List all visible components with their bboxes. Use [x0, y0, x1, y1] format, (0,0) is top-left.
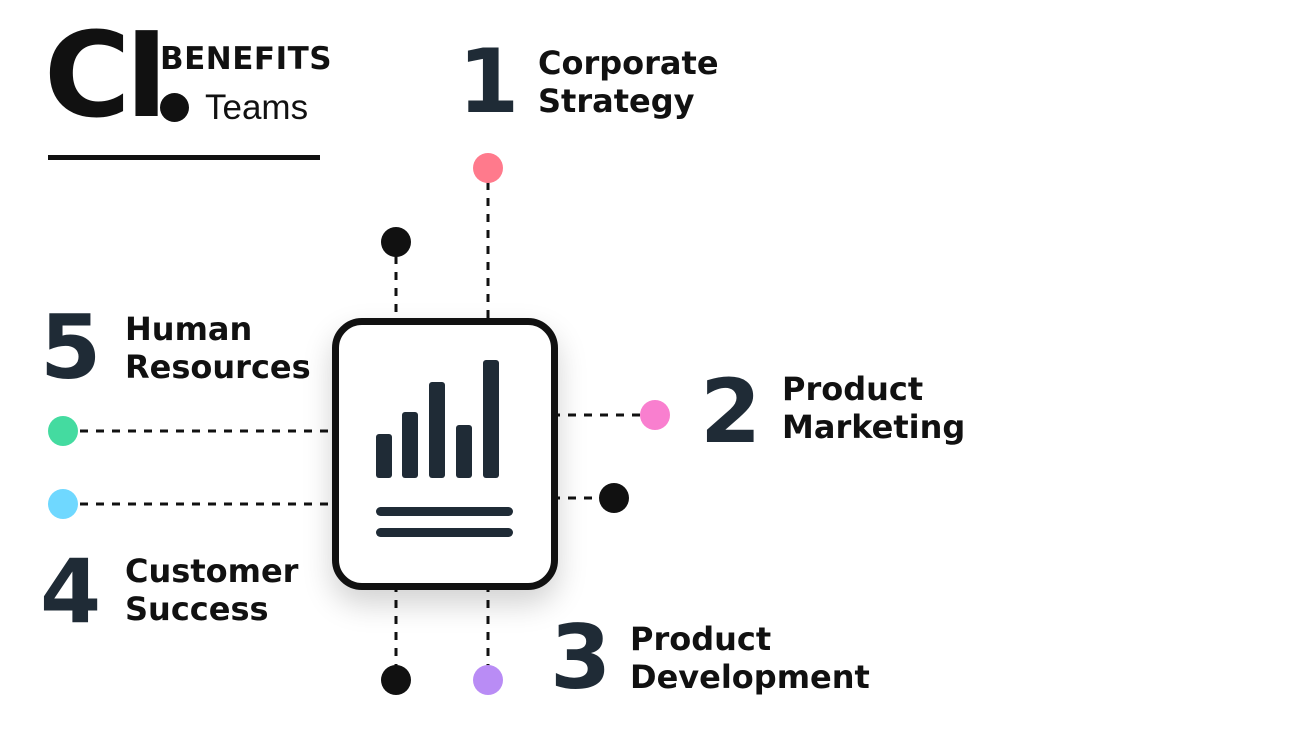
team-2-label-line2: Marketing	[782, 408, 966, 446]
team-5-label: Human Resources	[125, 310, 311, 386]
team-3-dot	[473, 665, 503, 695]
team-5-dot	[48, 416, 78, 446]
team-4-label-line2: Success	[125, 590, 269, 628]
team-5-number: 5	[40, 296, 102, 399]
chart-document-icon	[376, 360, 513, 537]
team-5-label-line2: Resources	[125, 348, 311, 386]
logo-subtitle: Teams	[205, 88, 309, 127]
team-4-number: 4	[40, 540, 102, 643]
black-dot-right	[599, 483, 629, 513]
center-card	[332, 318, 558, 590]
team-1-dot	[473, 153, 503, 183]
logo-title: BENEFITS	[160, 41, 333, 77]
team-2-label-line1: Product	[782, 370, 924, 408]
team-2-label: Product Marketing	[782, 370, 965, 446]
team-2-number: 2	[700, 360, 762, 463]
team-2-dot	[640, 400, 670, 430]
team-1-number: 1	[458, 30, 520, 133]
logo-divider	[48, 155, 320, 160]
team-5-label-line1: Human	[125, 310, 253, 348]
logo-bullet-icon	[160, 93, 189, 122]
black-dot-top	[381, 227, 411, 257]
team-1-label: Corporate Strategy	[538, 44, 719, 120]
logo-mark: CI	[44, 6, 168, 144]
team-3-number: 3	[550, 606, 612, 709]
team-4-dot	[48, 489, 78, 519]
team-1-label-line2: Strategy	[538, 82, 695, 120]
team-3-label-line2: Development	[630, 658, 870, 696]
black-dot-bottom	[381, 665, 411, 695]
team-3-label-line1: Product	[630, 620, 772, 658]
team-3-label: Product Development	[630, 620, 870, 696]
team-1-label-line1: Corporate	[538, 44, 719, 82]
team-4-label-line1: Customer	[125, 552, 299, 590]
team-4-label: Customer Success	[125, 552, 298, 628]
